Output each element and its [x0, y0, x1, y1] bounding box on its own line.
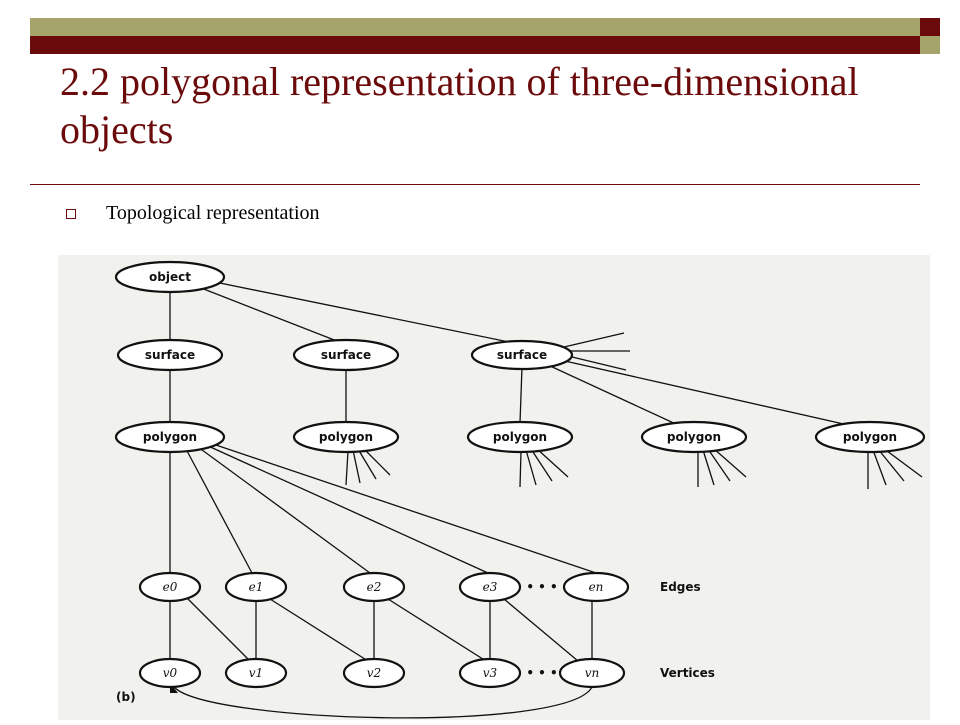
diagram-connectors [169, 280, 923, 719]
topology-diagram: object surface surface surface polygon p… [58, 255, 930, 720]
header-bar-light [30, 18, 920, 36]
node-edge-n [562, 571, 630, 603]
node-vertex-label: vn [585, 666, 600, 680]
node-polygon-label: polygon [843, 430, 897, 444]
node-polygon-5 [814, 420, 926, 454]
node-edge-label: e2 [367, 580, 382, 594]
edges-label: Edges [660, 580, 701, 594]
node-polygon-3 [466, 420, 574, 454]
diagram-nodes [114, 260, 926, 689]
node-polygon-label: polygon [143, 430, 197, 444]
node-edge-label: en [589, 580, 604, 594]
node-edge-label: e3 [483, 580, 498, 594]
node-edge-0 [138, 571, 202, 603]
node-polygon-4 [640, 420, 748, 454]
vertices-ellipsis: • • • [526, 666, 557, 680]
node-object [114, 260, 226, 294]
node-surface-label: surface [321, 348, 371, 362]
node-vertex-label: v3 [483, 666, 498, 680]
node-edge-label: e1 [249, 580, 264, 594]
header-bar-dark [30, 36, 920, 54]
header-corner-light [920, 36, 940, 54]
diagram-svg: object surface surface surface polygon p… [114, 260, 926, 719]
node-vertex-n [558, 657, 626, 689]
node-vertex-2 [342, 657, 406, 689]
node-polygon-label: polygon [667, 430, 721, 444]
node-surface-label: surface [145, 348, 195, 362]
node-polygon-label: polygon [493, 430, 547, 444]
node-polygon-2 [292, 420, 400, 454]
node-vertex-3 [458, 657, 522, 689]
node-vertex-label: v2 [367, 666, 381, 680]
node-surface-1 [116, 338, 224, 372]
node-polygon-1 [114, 420, 226, 454]
node-vertex-1 [224, 657, 288, 689]
node-edge-3 [458, 571, 522, 603]
node-edge-2 [342, 571, 406, 603]
node-surface-3 [470, 339, 574, 371]
edges-ellipsis: • • • [526, 580, 557, 594]
slide-title: 2.2 polygonal representation of three-di… [60, 59, 859, 152]
title-divider [30, 184, 920, 185]
node-vertex-label: v0 [163, 666, 178, 680]
figure-caption: (b) [116, 690, 136, 704]
bullet-text: Topological representation [106, 202, 320, 224]
node-edge-1 [224, 571, 288, 603]
node-object-label: object [149, 270, 191, 284]
node-surface-label: surface [497, 348, 547, 362]
node-vertex-0 [138, 657, 202, 689]
node-vertex-label: v1 [249, 666, 263, 680]
node-surface-2 [292, 338, 400, 372]
header-corner-dark [920, 18, 940, 36]
node-polygon-label: polygon [319, 430, 373, 444]
vertices-label: Vertices [660, 666, 715, 680]
node-edge-label: e0 [163, 580, 178, 594]
bullet-square-icon [66, 209, 76, 219]
